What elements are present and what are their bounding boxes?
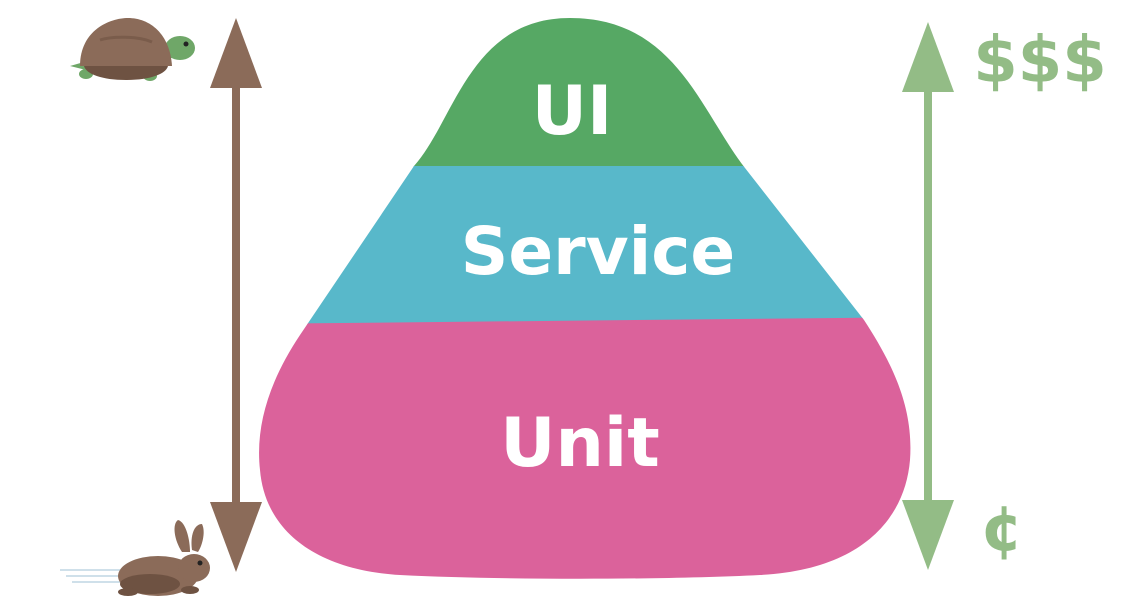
rabbit-icon bbox=[60, 520, 210, 596]
layer-service-band bbox=[259, 166, 911, 325]
layer-unit-band bbox=[259, 317, 911, 579]
turtle-icon bbox=[70, 18, 195, 81]
layer-unit-label: Unit bbox=[500, 404, 659, 483]
layer-ui-label: UI bbox=[532, 72, 613, 151]
cost-arrow-head-up bbox=[902, 22, 954, 92]
speed-arrow bbox=[210, 18, 262, 572]
cost-low-label: ¢ bbox=[980, 492, 1023, 565]
speed-arrow-head-down bbox=[210, 502, 262, 572]
speed-arrow-head-up bbox=[210, 18, 262, 88]
cost-arrow bbox=[902, 22, 954, 570]
cost-arrow-head-down bbox=[902, 500, 954, 570]
cost-high-label: $$$ bbox=[973, 24, 1107, 98]
layer-service-label: Service bbox=[461, 213, 735, 290]
